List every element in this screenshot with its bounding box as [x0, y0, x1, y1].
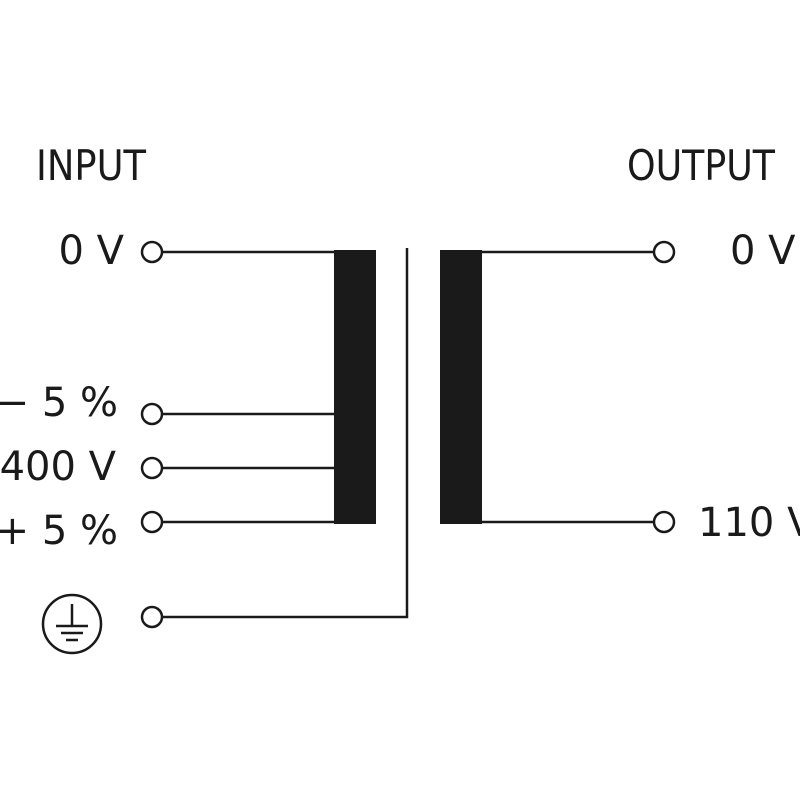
input-terminal-earth: [140, 605, 164, 629]
protective-earth-icon: [41, 593, 103, 655]
input-terminal-0v: [140, 240, 164, 264]
input-terminal-400v: [140, 456, 164, 480]
input-terminal-minus5: [140, 402, 164, 426]
output-label-110v: 110 V: [698, 500, 800, 546]
input-terminal-plus5: [140, 510, 164, 534]
input-label-0v: 0 V: [58, 228, 124, 274]
input-header: INPUT: [36, 141, 146, 190]
primary-winding: [334, 250, 376, 524]
output-terminal-110v: [652, 510, 676, 534]
input-label-minus5: − 5 %: [0, 380, 118, 426]
output-terminal-0v: [652, 240, 676, 264]
secondary-winding: [440, 250, 482, 524]
output-header: OUTPUT: [627, 141, 775, 190]
input-label-plus5: + 5 %: [0, 508, 118, 554]
output-label-0v: 0 V: [730, 228, 796, 274]
core-earth-wire: [163, 248, 409, 619]
input-label-400v: 400 V: [0, 444, 117, 490]
